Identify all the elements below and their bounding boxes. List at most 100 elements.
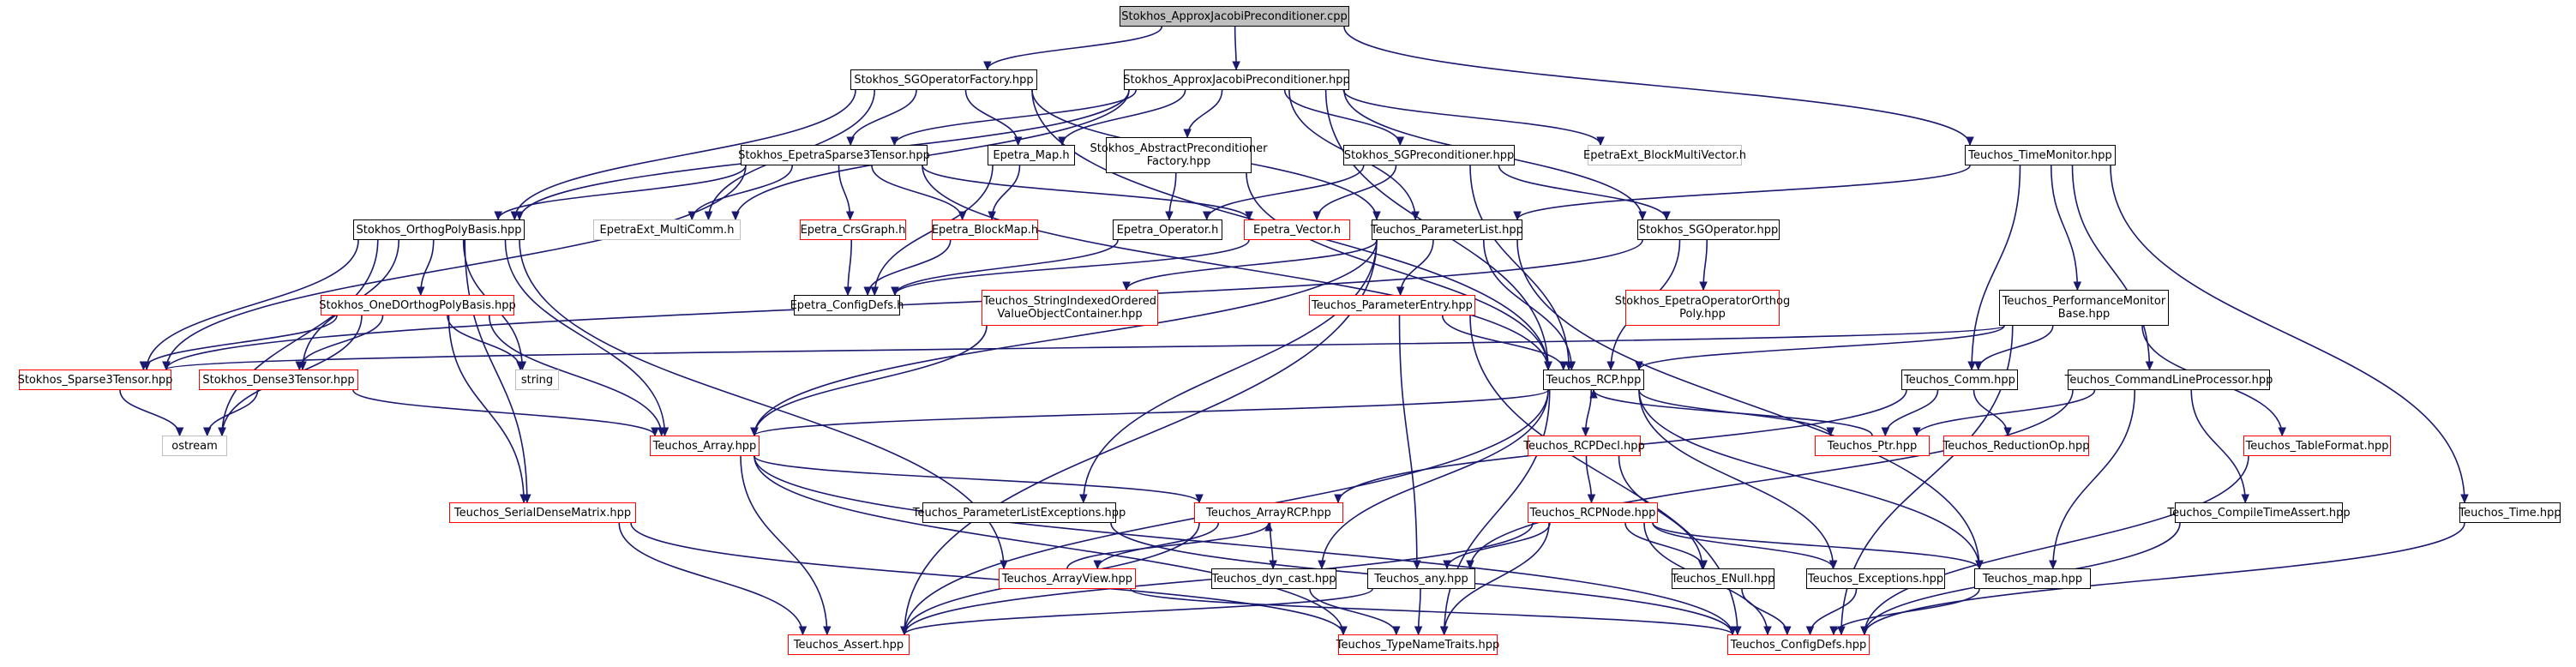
- node-eps3[interactable]: Stokhos_EpetraSparse3Tensor.hpp: [738, 145, 930, 165]
- node-sio[interactable]: Teuchos_StringIndexedOrdered ValueObject…: [982, 290, 1158, 326]
- node-ost[interactable]: ostream: [162, 436, 227, 456]
- edge-arrowhead: [295, 361, 304, 371]
- node-map[interactable]: Teuchos_map.hpp: [1974, 568, 2091, 589]
- edge-arrowhead: [175, 427, 184, 437]
- edge-arrowhead: [823, 626, 832, 636]
- node-any[interactable]: Teuchos_any.hpp: [1367, 568, 1475, 589]
- node-cta[interactable]: Teuchos_CompileTimeAssert.hpp: [2167, 502, 2351, 523]
- node-emap[interactable]: Epetra_Map.h: [988, 145, 1075, 165]
- node-opb[interactable]: Stokhos_OrthogPolyBasis.hpp: [353, 219, 525, 240]
- edge-rcp-to-exc: [1638, 389, 1834, 569]
- node-ajph[interactable]: Stokhos_ApproxJacobiPreconditioner.hpp: [1123, 69, 1350, 90]
- edge-any-to-asrt: [904, 588, 1373, 635]
- node-rop[interactable]: Teuchos_ReductionOp.hpp: [1943, 436, 2089, 456]
- edge-eps3-to-rcp: [922, 165, 1549, 370]
- node-apfac[interactable]: Stokhos_AbstractPreconditioner Factory.h…: [1090, 137, 1268, 173]
- node-sgpre[interactable]: Stokhos_SGPreconditioner.hpp: [1343, 145, 1515, 165]
- node-plist[interactable]: Teuchos_ParameterList.hpp: [1371, 219, 1523, 240]
- node-cfg[interactable]: Epetra_ConfigDefs.h: [790, 295, 904, 315]
- edge-pe-to-rcp: [1441, 315, 1564, 370]
- node-rcp[interactable]: Teuchos_RCP.hpp: [1543, 370, 1644, 390]
- edge-rcpn-to-map: [1652, 522, 1980, 569]
- node-evec[interactable]: Epetra_Vector.h: [1244, 219, 1350, 240]
- node-pe[interactable]: Teuchos_ParameterEntry.hpp: [1309, 295, 1475, 315]
- node-root[interactable]: Stokhos_ApproxJacobiPreconditioner.cpp: [1120, 6, 1349, 27]
- node-ple[interactable]: Teuchos_ParameterListExceptions.hpp: [913, 502, 1126, 523]
- edge-emap-to-bmap: [991, 165, 1021, 220]
- edge-arrowhead: [1826, 427, 1835, 437]
- node-blkmv[interactable]: EpetraExt_BlockMultiVector.h: [1583, 145, 1746, 165]
- edge-tmon-to-clp: [2071, 165, 2151, 370]
- node-ptr[interactable]: Teuchos_Ptr.hpp: [1815, 436, 1930, 456]
- edge-map-to-tcfg: [1833, 588, 1980, 635]
- node-clp[interactable]: Teuchos_CommandLineProcessor.hpp: [2065, 370, 2273, 390]
- node-sgop[interactable]: Stokhos_SGOperator.hpp: [1637, 219, 1780, 240]
- edge-arrowhead: [798, 626, 808, 636]
- node-tmon[interactable]: Teuchos_TimeMonitor.hpp: [1965, 145, 2116, 165]
- edge-arrowhead: [1245, 211, 1253, 221]
- edge-arrowhead: [863, 286, 872, 297]
- edge-arrowhead: [1339, 626, 1348, 636]
- edge-av-to-arcp: [1066, 522, 1270, 569]
- node-tcfg[interactable]: Teuchos_ConfigDefs.hpp: [1727, 634, 1870, 655]
- edge-arrowhead: [1093, 560, 1102, 570]
- edge-arrowhead: [1912, 427, 1921, 437]
- node-comm[interactable]: Teuchos_Comm.hpp: [1901, 370, 2018, 390]
- node-d3t[interactable]: Stokhos_Dense3Tensor.hpp: [199, 370, 358, 390]
- edge-arrowhead: [2003, 427, 2012, 437]
- edge-arrowhead: [1264, 521, 1273, 532]
- node-rcpd[interactable]: Teuchos_RCPDecl.hpp: [1523, 436, 1645, 456]
- node-rcpn[interactable]: Teuchos_RCPNode.hpp: [1528, 502, 1658, 523]
- edge-eps3-to-bmap: [871, 165, 964, 220]
- edge-od-to-arr: [488, 315, 663, 436]
- node-str[interactable]: string: [515, 370, 559, 390]
- edge-arr-to-tcfg: [754, 455, 1733, 635]
- edge-rcpn-to-tnt: [1443, 522, 1550, 635]
- node-sdm[interactable]: Teuchos_SerialDenseMatrix.hpp: [449, 502, 636, 523]
- edge-comm-to-ptr: [1884, 389, 1939, 436]
- edge-arrowhead: [510, 211, 519, 221]
- edge-sgfac-to-eps3: [850, 89, 917, 146]
- edge-sio-to-arr: [754, 325, 988, 436]
- edge-ptr-to-rcp: [1593, 389, 1873, 436]
- node-dync[interactable]: Teuchos_dyn_cast.hpp: [1211, 568, 1336, 589]
- node-pmb[interactable]: Teuchos_PerformanceMonitor Base.hpp: [1999, 290, 2169, 326]
- edge-arrowhead: [1312, 211, 1321, 221]
- edge-arrowhead: [1805, 626, 1815, 636]
- node-tfmt[interactable]: Teuchos_TableFormat.hpp: [2243, 436, 2391, 456]
- edge-arrowhead: [1966, 136, 1974, 147]
- node-exc[interactable]: Teuchos_Exceptions.hpp: [1806, 568, 1945, 589]
- edge-arrowhead: [1443, 560, 1451, 570]
- node-s3t[interactable]: Stokhos_Sparse3Tensor.hpp: [18, 370, 172, 390]
- edge-arrowhead: [890, 136, 899, 147]
- node-sgfac[interactable]: Stokhos_SGOperatorFactory.hpp: [850, 69, 1037, 90]
- node-eop[interactable]: Epetra_Operator.h: [1113, 219, 1222, 240]
- edge-sgpre-to-eop: [1205, 165, 1365, 220]
- node-bmap[interactable]: Epetra_BlockMap.h: [932, 219, 1038, 240]
- edge-arrowhead: [1544, 361, 1552, 371]
- edge-eps3-to-mcomm: [691, 165, 794, 220]
- edge-arrowhead: [1728, 626, 1737, 636]
- node-od[interactable]: Stokhos_OneDOrthogPolyBasis.hpp: [319, 295, 516, 315]
- edge-clp-to-any: [1469, 389, 2074, 569]
- edge-arrowhead: [1733, 626, 1742, 636]
- node-asrt[interactable]: Teuchos_Assert.hpp: [788, 634, 910, 655]
- node-eopo[interactable]: Stokhos_EpetraOperatorOrthog Poly.hpp: [1615, 290, 1790, 326]
- edge-av-to-tcfg: [1130, 588, 1733, 635]
- node-crs[interactable]: Epetra_CrsGraph.h: [800, 219, 906, 240]
- edge-arrowhead: [1396, 286, 1405, 297]
- edge-arrowhead: [1699, 560, 1708, 570]
- node-av[interactable]: Teuchos_ArrayView.hpp: [999, 568, 1136, 589]
- edge-plist-to-map: [1516, 239, 1980, 569]
- node-mcomm[interactable]: EpetraExt_MultiComm.h: [593, 219, 741, 240]
- node-enull[interactable]: Teuchos_ENull.hpp: [1672, 568, 1774, 589]
- edge-arrowhead: [218, 427, 226, 437]
- edge-arrowhead: [988, 211, 996, 221]
- edge-arrowhead: [1058, 136, 1066, 147]
- edge-plist-to-ple: [1083, 239, 1378, 503]
- node-arr[interactable]: Teuchos_Array.hpp: [650, 436, 760, 456]
- node-time[interactable]: Teuchos_Time.hpp: [2459, 502, 2561, 523]
- node-tnt[interactable]: Teuchos_TypeNameTraits.hpp: [1336, 634, 1499, 655]
- node-arcp[interactable]: Teuchos_ArrayRCP.hpp: [1194, 502, 1343, 523]
